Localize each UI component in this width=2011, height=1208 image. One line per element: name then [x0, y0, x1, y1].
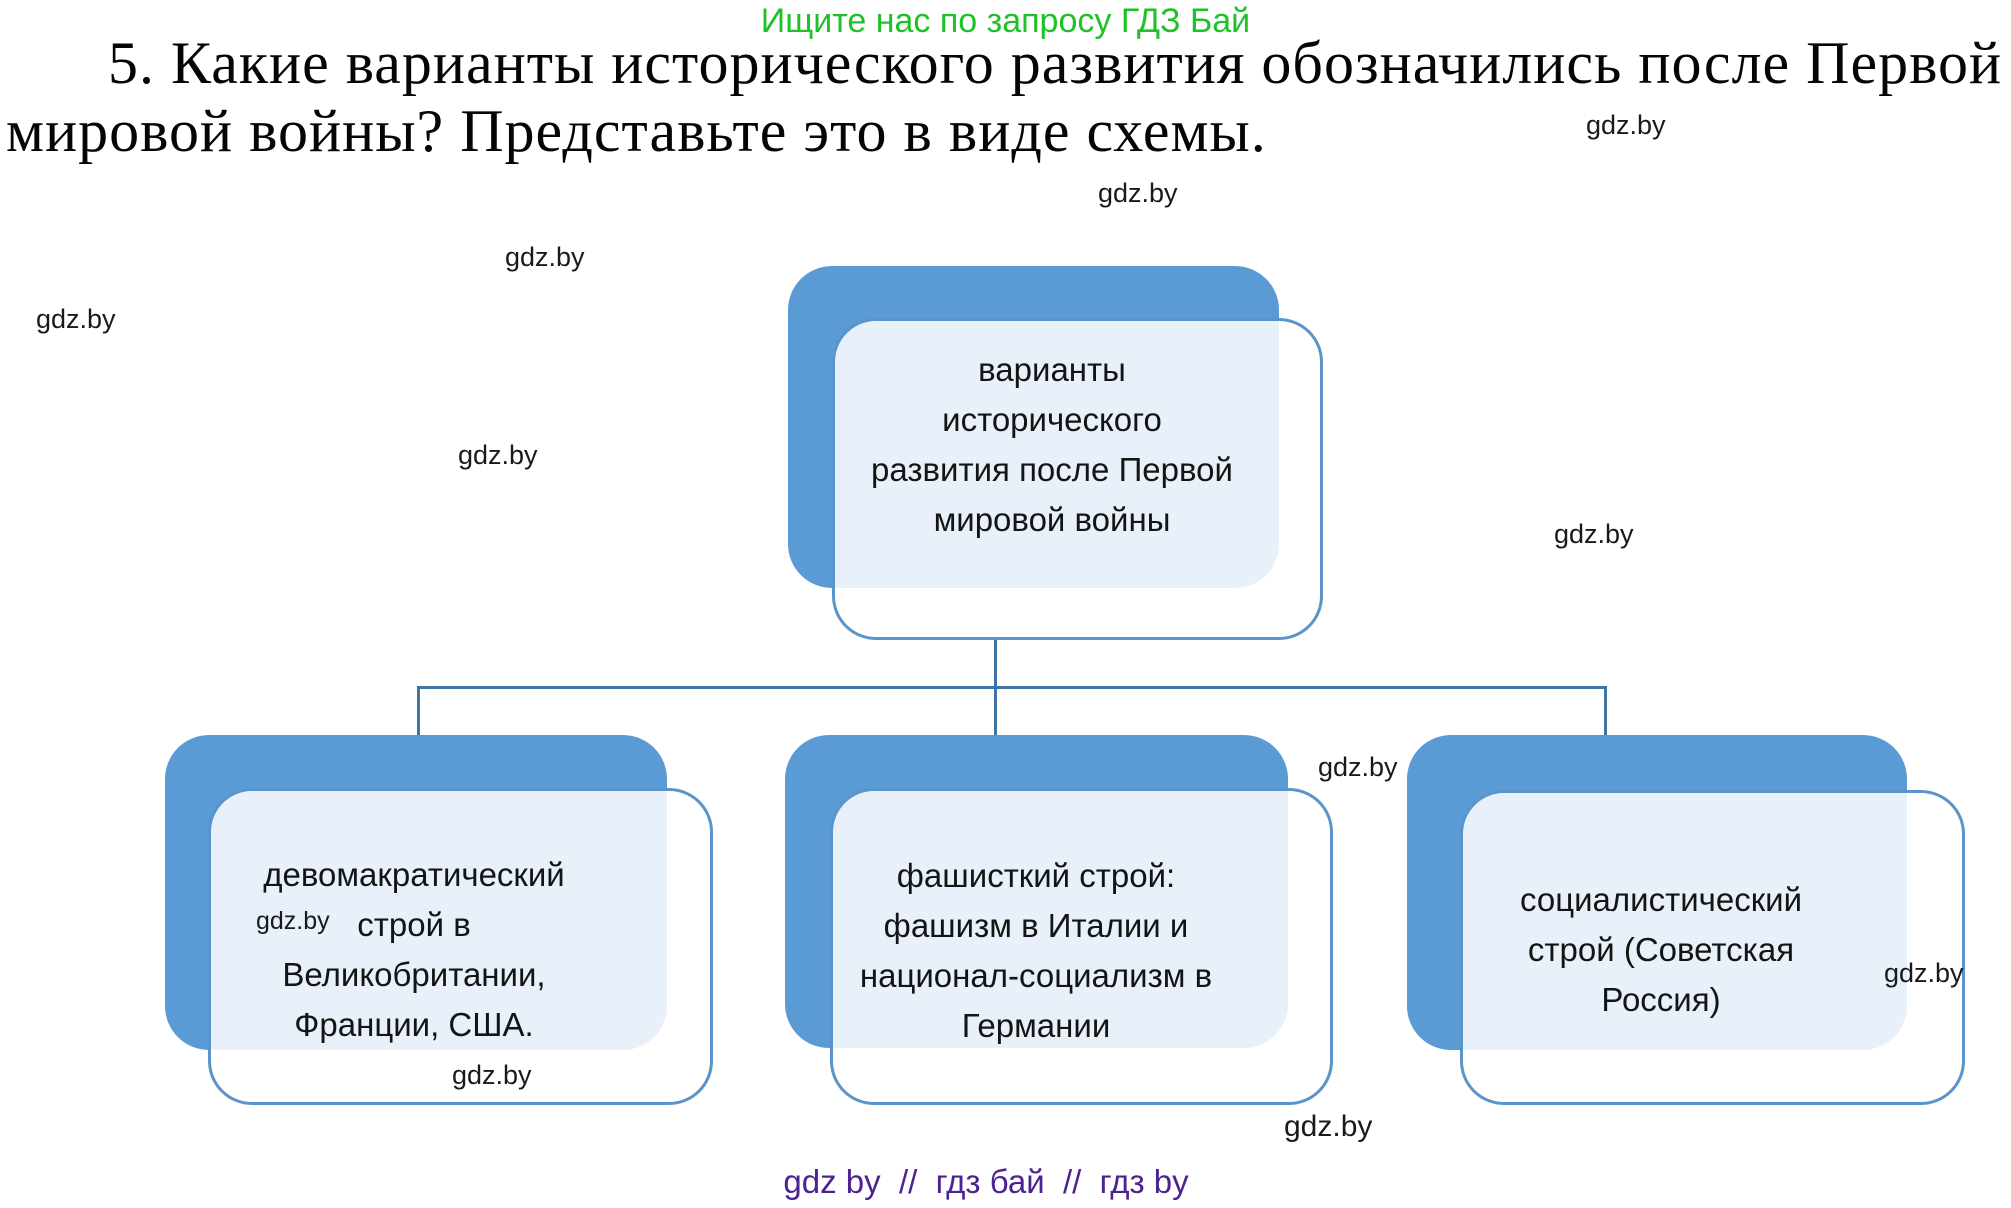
- promo-banner: Ищите нас по запросу ГДЗ Бай: [760, 2, 1251, 40]
- watermark-gdz: gdz.by: [1318, 752, 1398, 782]
- node-label-line: Россия): [1601, 981, 1721, 1018]
- footer-watermark-line: gdz by // гдз бай // гдз by: [783, 1163, 1189, 1200]
- node-label: девомакратический строй в Великобритании…: [208, 850, 620, 1050]
- connector-right-drop: [1604, 686, 1607, 737]
- watermark-gdz: gdz.by: [452, 1060, 532, 1090]
- watermark-gdz: gdz.by: [36, 304, 116, 334]
- node-label-line: исторического: [942, 401, 1162, 438]
- connector-left-drop: [417, 686, 420, 737]
- watermark-gdz: gdz.by: [1554, 519, 1634, 549]
- node-front-panel: [1460, 790, 1965, 1105]
- watermark-gdz: gdz.by: [1098, 178, 1178, 208]
- watermark-gdz: gdz.by: [1586, 110, 1666, 140]
- node-label-line: национал-социализм в: [859, 957, 1213, 994]
- connector-bus: [417, 686, 1607, 689]
- node-label-line: фашисткий строй:: [896, 857, 1176, 894]
- node-label-line: Великобритании,: [282, 956, 546, 993]
- page-title-line1: 5. Какие варианты исторического развития…: [108, 30, 2003, 96]
- node-label-line: социалистический: [1520, 881, 1802, 918]
- node-label: варианты исторического развития после Пе…: [846, 345, 1258, 545]
- node-label: социалистический строй (Советская Россия…: [1455, 875, 1867, 1025]
- node-label-line: Германии: [961, 1007, 1111, 1044]
- node-label: фашисткий строй: фашизм в Италии и нацио…: [830, 851, 1242, 1051]
- watermark-gdz: gdz.by: [505, 242, 585, 272]
- page-title-line2: мировой войны? Представьте это в виде сх…: [6, 98, 1267, 164]
- watermark-gdz: gdz.by: [458, 440, 538, 470]
- node-front-panel: [208, 788, 713, 1105]
- watermark-gdz: gdz.by: [256, 907, 330, 935]
- node-label-line: строй в: [357, 906, 471, 943]
- node-label-line: строй (Советская: [1527, 931, 1795, 968]
- node-label-line: развития после Первой: [871, 451, 1233, 488]
- watermark-gdz: gdz.by: [1284, 1110, 1373, 1143]
- node-label-line: Франции, США.: [294, 1006, 534, 1043]
- node-front-panel: [830, 788, 1333, 1105]
- node-label-line: фашизм в Италии и: [883, 907, 1189, 944]
- node-front-panel: [832, 318, 1323, 640]
- node-label-line: варианты: [978, 351, 1126, 388]
- node-label-line: девомакратический: [263, 856, 565, 893]
- node-label-line: мировой войны: [933, 501, 1171, 538]
- watermark-gdz: gdz.by: [1884, 958, 1964, 988]
